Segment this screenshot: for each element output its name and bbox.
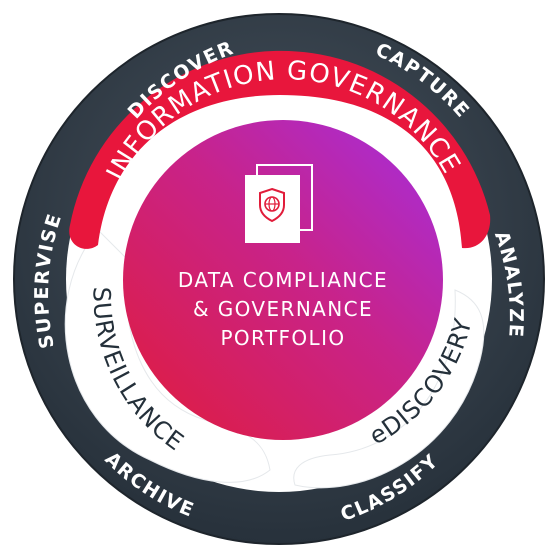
core-line-1: DATA COMPLIANCE xyxy=(178,268,388,292)
surveillance-band xyxy=(64,229,271,483)
core-line-2: & GOVERNANCE xyxy=(193,297,373,321)
core-circle xyxy=(123,120,443,440)
information-governance-band xyxy=(69,50,491,249)
core-line-3: PORTFOLIO xyxy=(220,326,345,350)
ediscovery-band xyxy=(293,289,485,489)
document-shield-globe-icon xyxy=(245,164,313,243)
